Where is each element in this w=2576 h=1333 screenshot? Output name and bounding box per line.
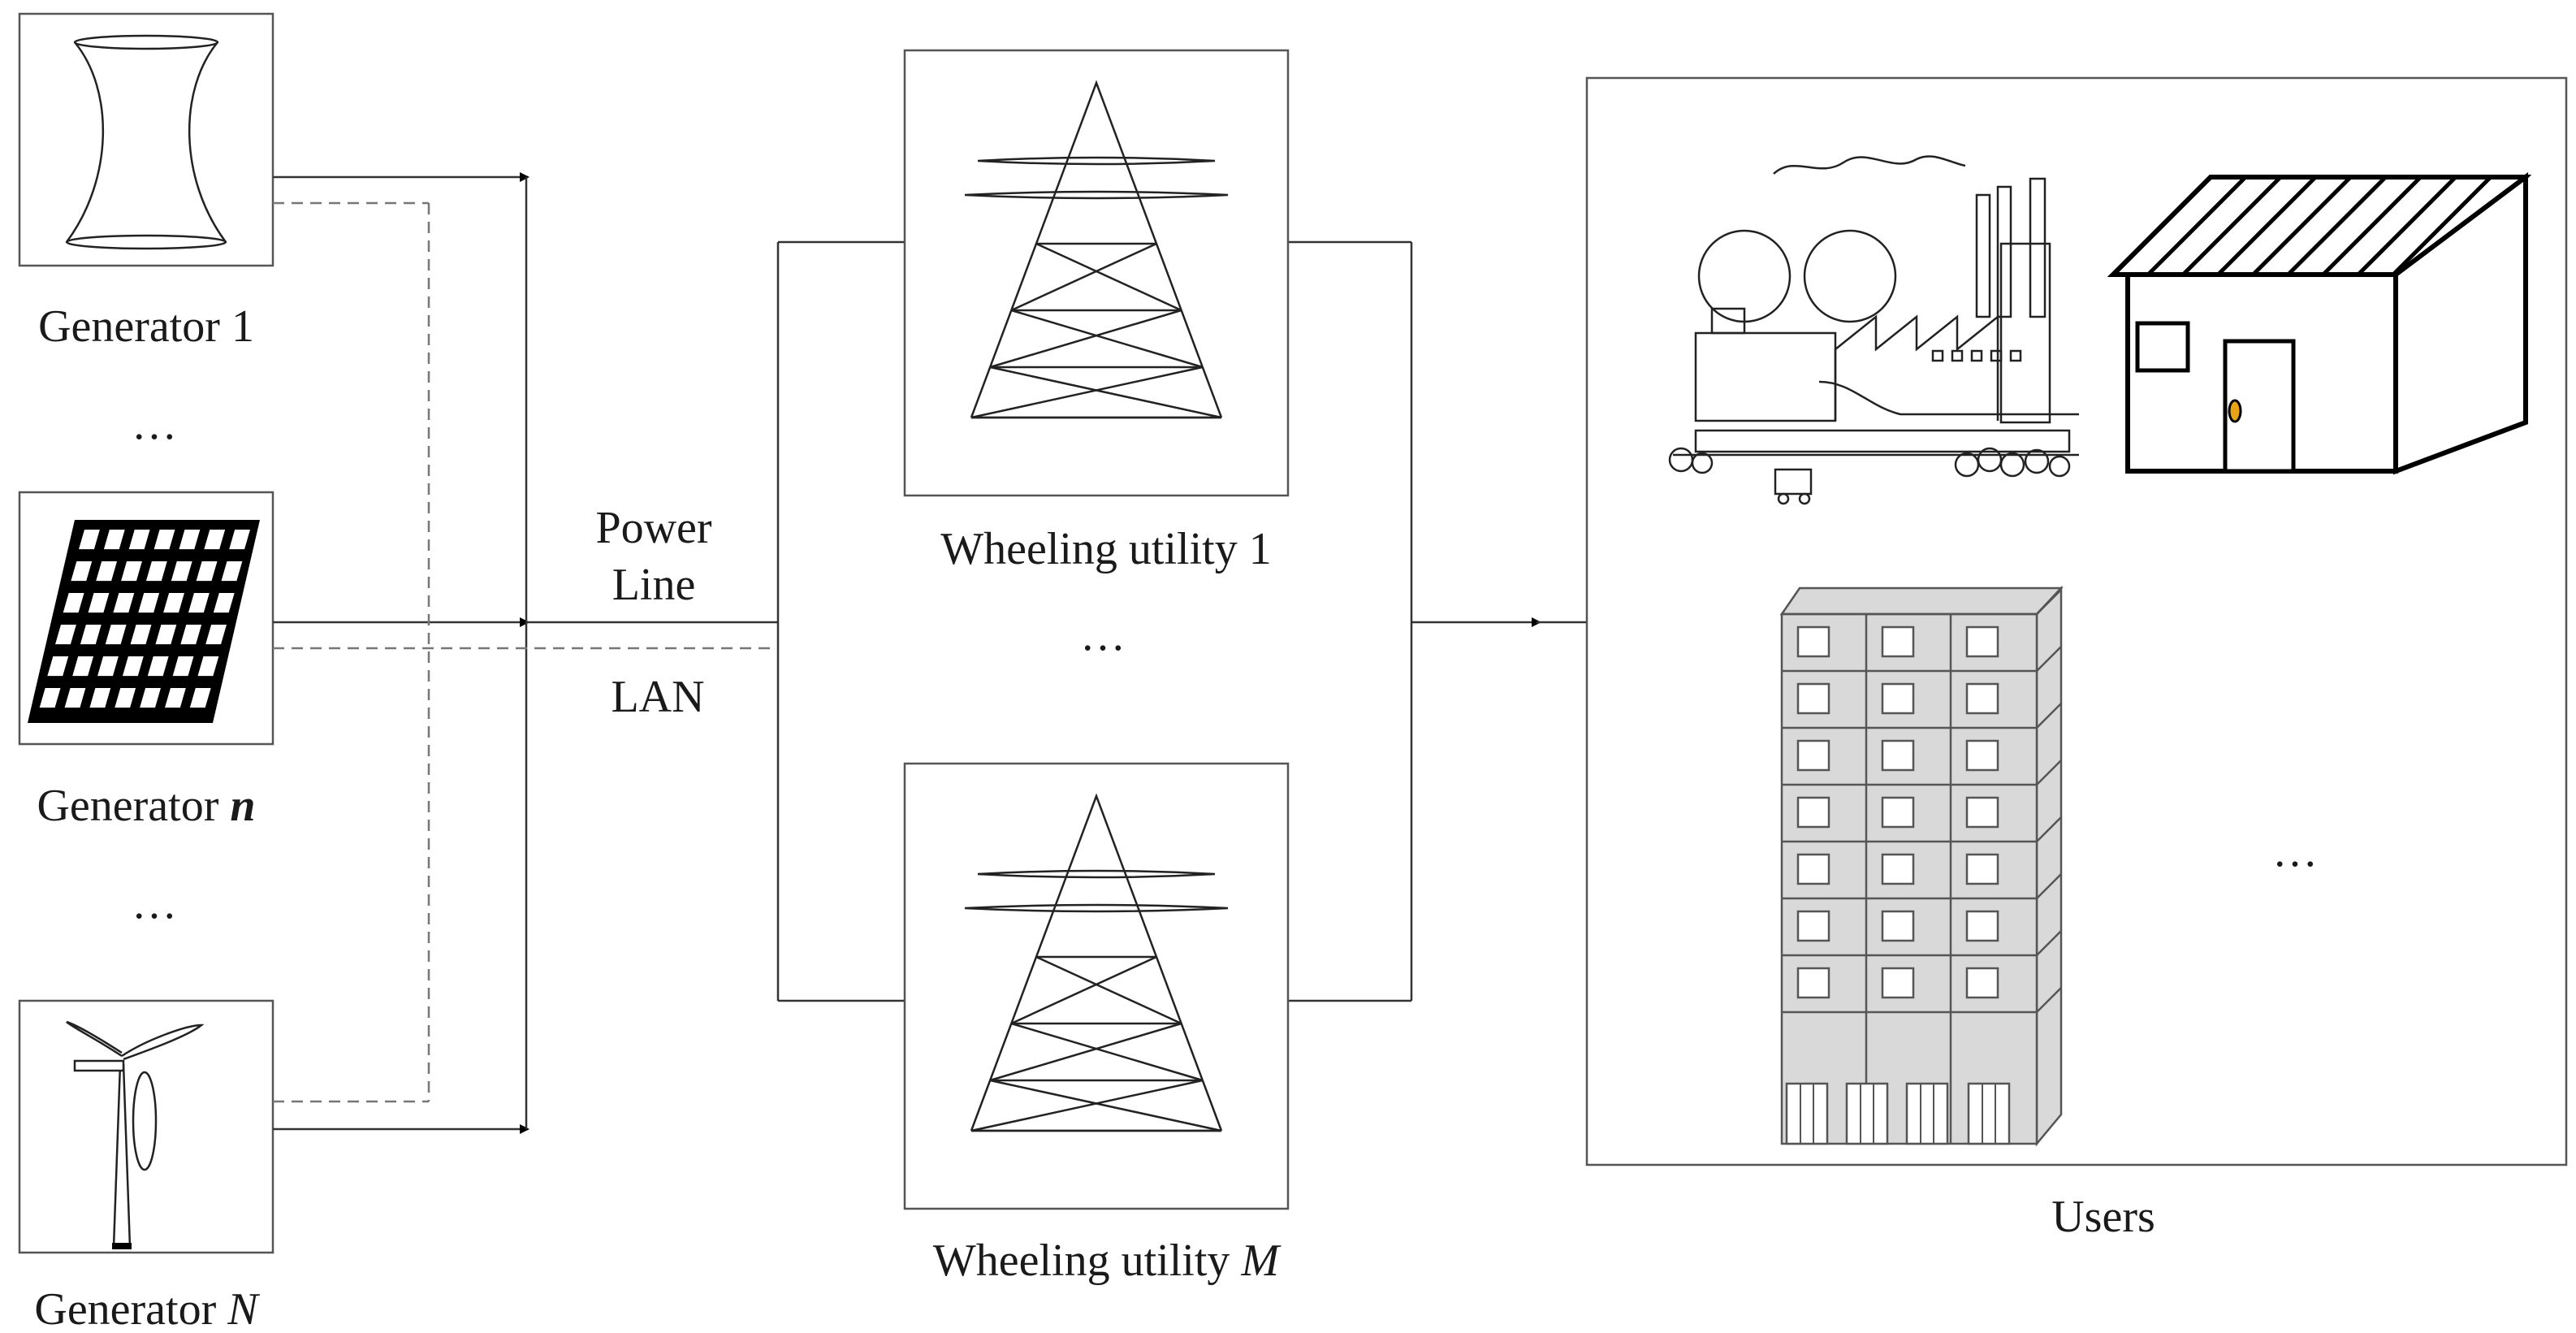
users-ellipsis: … (2272, 826, 2318, 876)
transmission-tower-icon (964, 793, 1229, 1132)
generator-1-box (18, 12, 274, 267)
lan-label: LAN (611, 672, 704, 722)
solar-panel-icon (28, 520, 260, 723)
wheeling-ellipsis: … (1080, 610, 1126, 660)
wheeling-utility-1-box (903, 49, 1290, 497)
generator-N-node: Generator N (18, 999, 274, 1333)
wheeling-connections (776, 240, 1587, 1002)
generator-1-node: Generator 1 (18, 12, 274, 352)
apartment-building-icon (1779, 585, 2064, 1147)
generator-1-label: Generator 1 (38, 301, 254, 352)
wind-turbine-icon (66, 1020, 205, 1249)
transmission-tower-icon (964, 80, 1229, 419)
wheeling-utility-1-label: Wheeling utility 1 (940, 524, 1271, 574)
generator-connections (273, 172, 778, 1134)
users-label: Users (2051, 1192, 2155, 1242)
generator-N-box (18, 999, 274, 1254)
trees-icon (1668, 447, 2071, 478)
wheeling-utility-M-label: Wheeling utility M (933, 1236, 1282, 1286)
door-knob-icon (2228, 399, 2242, 423)
generator-n-node: Generator n (18, 491, 274, 831)
wheeling-utility-M-node: Wheeling utility M (903, 762, 1290, 1286)
generator-N-label: Generator N (34, 1284, 260, 1333)
factory-icon (1668, 155, 2079, 505)
factory-windows (1931, 349, 2022, 362)
house-icon (2107, 172, 2532, 475)
users-node: … Users (1585, 76, 2568, 1242)
generator-n-label: Generator n (37, 781, 255, 831)
wheeling-utility-1-node: Wheeling utility 1 (903, 49, 1290, 574)
cooling-tower-icon (65, 34, 227, 250)
wheeling-utility-M-box (903, 762, 1290, 1210)
power-line-label-1: Power (595, 503, 711, 553)
power-line-label-2: Line (612, 560, 696, 610)
generator-ellipsis-1: … (132, 399, 177, 449)
generator-ellipsis-2: … (132, 878, 177, 928)
